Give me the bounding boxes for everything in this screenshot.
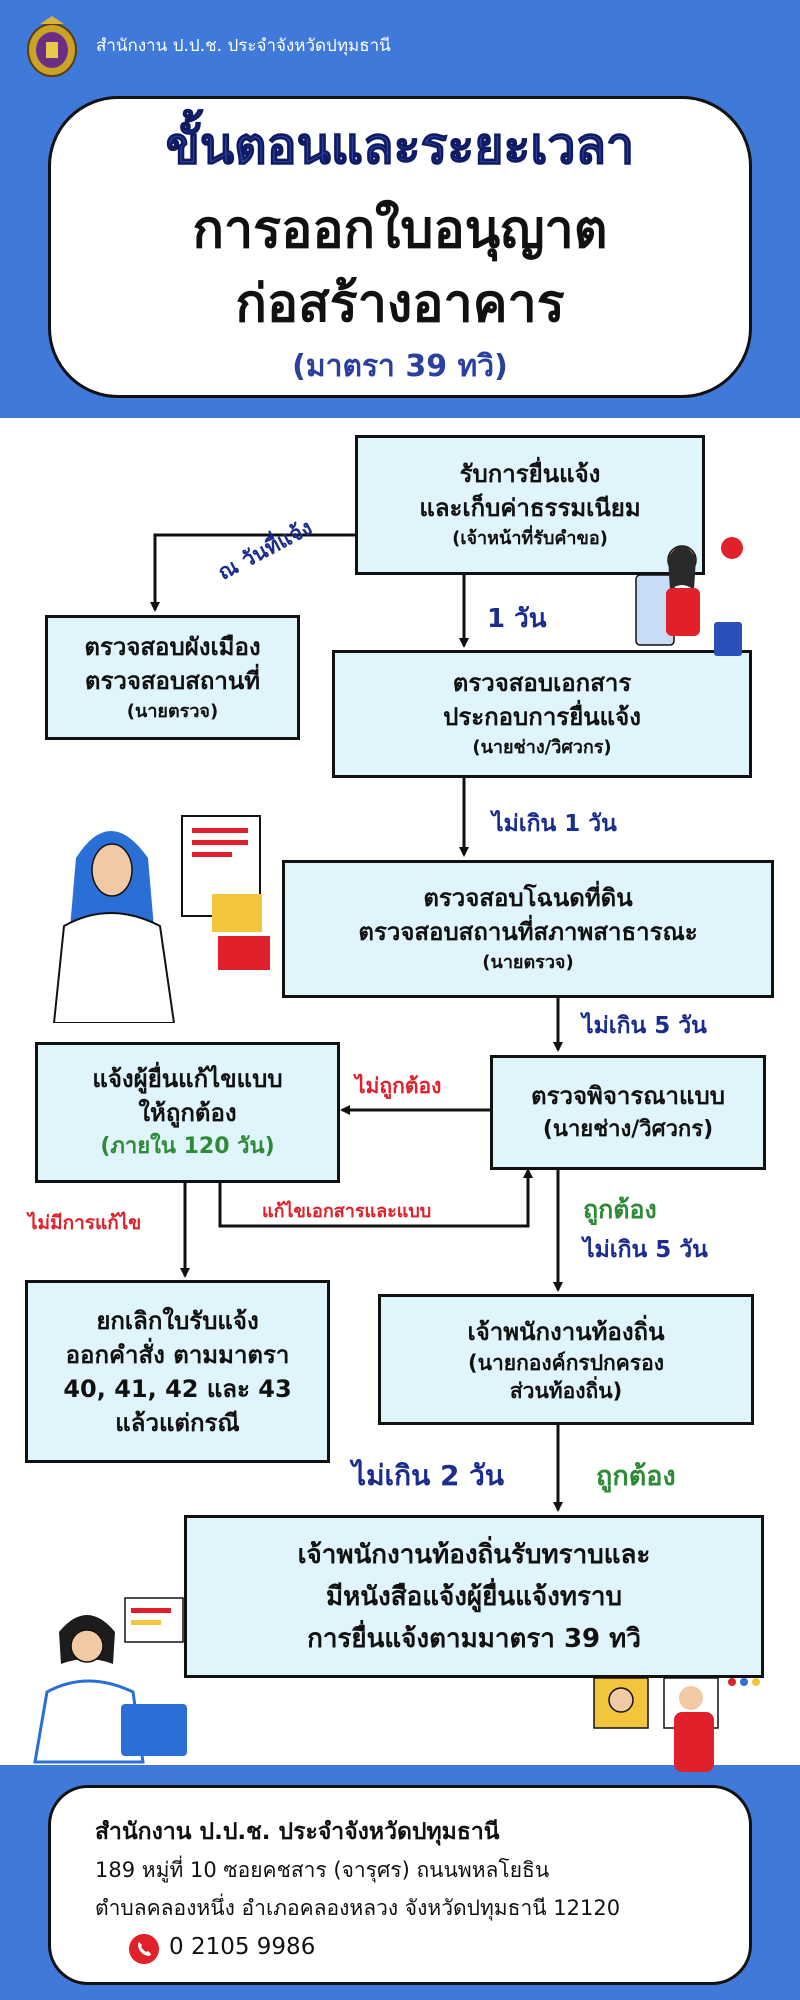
step-documents: ตรวจสอบเอกสาร ประกอบการยื่นแจ้ง (นายช่าง… — [332, 650, 752, 778]
step-notify-fix-line2: ให้ถูกต้อง — [138, 1098, 237, 1127]
step-design-review-line1: ตรวจพิจารณาแบบ — [531, 1081, 725, 1110]
header-org-name: สำนักงาน ป.ป.ช. ประจำจังหวัดปทุมธานี — [96, 36, 391, 56]
step-deed-line2: ตรวจสอบสถานที่สภาพสาธารณะ — [358, 918, 698, 946]
title-line-2: การออกใบอนุญาต — [192, 200, 608, 260]
org-emblem-icon — [27, 16, 77, 77]
step-final-line2: มีหนังสือแจ้งผู้ยื่นแจ้งทราบ — [325, 1581, 623, 1612]
step-design-review-role: (นายช่าง/วิศวกร) — [542, 1116, 714, 1142]
step-receive-role: (เจ้าหน้าที่รับคำขอ) — [452, 528, 608, 549]
step-local-officer: เจ้าพนักงานท้องถิ่น (นายกองค์กรปกครอง ส่… — [378, 1294, 754, 1425]
phone-icon — [129, 1934, 159, 1964]
title-line-1: ขั้นตอนและระยะเวลา — [165, 117, 635, 176]
step-cancel-line3: 40, 41, 42 และ 43 — [63, 1374, 292, 1403]
contact-address-line2: ตำบลคลองหนึ่ง อำเภอคลองหลวง จังหวัดปทุมธ… — [95, 1896, 621, 1920]
officer-illustration — [635, 537, 743, 656]
title-card: ขั้นตอนและระยะเวลา การออกใบอนุญาต ก่อสร้… — [48, 96, 752, 398]
step-deed: ตรวจสอบโฉนดที่ดิน ตรวจสอบสถานที่สภาพสาธา… — [282, 860, 774, 998]
label-incorrect: ไม่ถูกต้อง — [355, 1074, 442, 1098]
step-local-officer-line1: เจ้าพนักงานท้องถิ่น — [467, 1317, 665, 1346]
label-max-one-day: ไม่เกิน 1 วัน — [492, 811, 617, 837]
step-cancel: ยกเลิกใบรับแจ้ง ออกคำสั่ง ตามมาตรา 40, 4… — [25, 1280, 330, 1463]
step-documents-line2: ประกอบการยื่นแจ้ง — [443, 703, 641, 731]
label-max-five-days-a: ไม่เกิน 5 วัน — [582, 1013, 707, 1039]
step-documents-line1: ตรวจสอบเอกสาร — [452, 669, 632, 697]
step-deed-line1: ตรวจสอบโฉนดที่ดิน — [423, 884, 633, 912]
step-cancel-line1: ยกเลิกใบรับแจ้ง — [96, 1306, 259, 1335]
arrow-receive-to-zoning — [150, 533, 355, 612]
step-design-review: ตรวจพิจารณาแบบ (นายช่าง/วิศวกร) — [490, 1055, 766, 1170]
contact-card: สำนักงาน ป.ป.ช. ประจำจังหวัดปทุมธานี 189… — [48, 1785, 752, 1985]
video-call-illustration — [593, 1677, 760, 1772]
step-final: เจ้าพนักงานท้องถิ่นรับทราบและ มีหนังสือแ… — [184, 1515, 764, 1678]
step-local-officer-line3: ส่วนท้องถิ่น) — [509, 1378, 623, 1403]
title-line-4: (มาตรา 39 ทวิ) — [292, 349, 508, 384]
step-zoning-line1: ตรวจสอบผังเมือง — [84, 632, 261, 661]
label-correct-a: ถูกต้อง — [583, 1195, 657, 1224]
label-max-five-days-b: ไม่เกิน 5 วัน — [583, 1237, 708, 1263]
step-cancel-line2: ออกคำสั่ง ตามมาตรา — [65, 1340, 290, 1369]
step-final-line1: เจ้าพนักงานท้องถิ่นรับทราบและ — [297, 1539, 651, 1570]
label-fix-docs: แก้ไขเอกสารและแบบ — [262, 1201, 432, 1222]
contact-phone-number[interactable]: 0 2105 9986 — [169, 1934, 316, 1960]
step-final-line3: การยื่นแจ้งตามมาตรา 39 ทวิ — [307, 1623, 641, 1654]
step-cancel-line4: แล้วแต่กรณี — [115, 1408, 240, 1437]
woman-with-document-illustration — [52, 815, 270, 1023]
step-documents-role: (นายช่าง/วิศวกร) — [472, 737, 612, 758]
step-deed-role: (นายตรวจ) — [482, 952, 574, 973]
laptop-user-illustration — [33, 1597, 187, 1764]
step-notify-fix-line1: แจ้งผู้ยื่นแก้ไขแบบ — [92, 1064, 283, 1093]
step-notify-fix-deadline: (ภายใน 120 วัน) — [100, 1133, 275, 1159]
step-receive-line2: และเก็บค่าธรรมเนียม — [419, 494, 641, 522]
label-max-two-days: ไม่เกิน 2 วัน — [352, 1459, 505, 1492]
step-receive-line1: รับการยื่นแจ้ง — [459, 460, 601, 488]
step-zoning-role: (นายตรวจ) — [126, 700, 219, 722]
label-correct-b: ถูกต้อง — [596, 1461, 676, 1492]
step-notify-fix: แจ้งผู้ยื่นแก้ไขแบบ ให้ถูกต้อง (ภายใน 12… — [35, 1042, 340, 1183]
title-line-3: ก่อสร้างอาคาร — [235, 274, 565, 334]
label-one-day: 1 วัน — [487, 604, 547, 634]
step-zoning-line2: ตรวจสอบสถานที่ — [84, 666, 261, 695]
arrow-fix-back-to-review — [218, 1168, 533, 1228]
contact-org-name: สำนักงาน ป.ป.ช. ประจำจังหวัดปทุมธานี — [95, 1819, 500, 1845]
step-local-officer-line2: (นายกองค์กรปกครอง — [468, 1350, 664, 1375]
label-no-fix: ไม่มีการแก้ไข — [28, 1212, 142, 1234]
contact-address-line1: 189 หมู่ที่ 10 ซอยคชสาร (จารุศร) ถนนพหลโ… — [95, 1858, 550, 1882]
step-zoning: ตรวจสอบผังเมือง ตรวจสอบสถานที่ (นายตรวจ) — [45, 615, 300, 740]
step-receive: รับการยื่นแจ้ง และเก็บค่าธรรมเนียม (เจ้า… — [355, 435, 705, 575]
